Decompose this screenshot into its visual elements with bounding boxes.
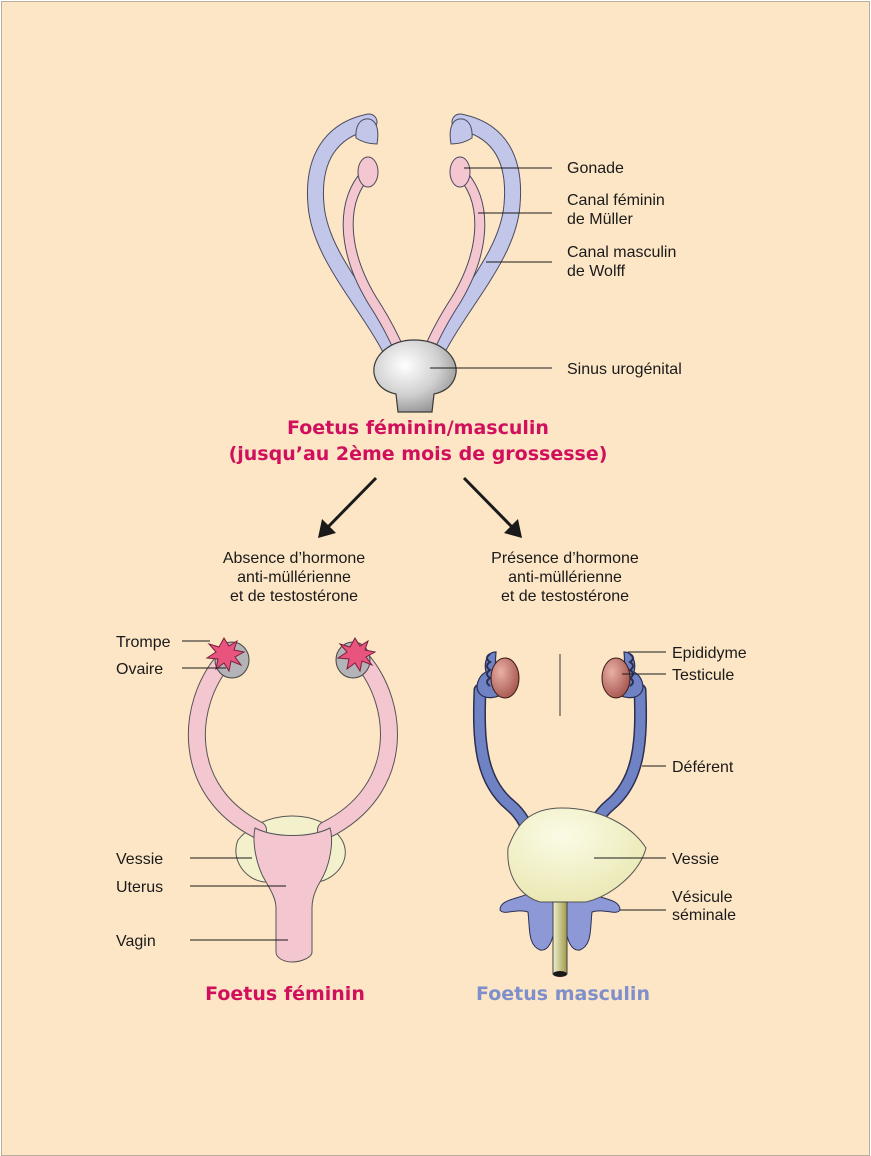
testis-right [602, 658, 630, 698]
label-deferent: Déférent [672, 759, 734, 776]
branch-caption-left: Absence d’hormone anti-müllérienne et de… [223, 550, 365, 605]
caption-left-3: et de testostérone [230, 588, 358, 605]
male-urethra [553, 902, 567, 974]
branch-caption-right: Présence d’hormone anti-müllérienne et d… [491, 550, 639, 605]
female-fetus [197, 638, 389, 962]
arrow-left-icon [318, 478, 376, 538]
male-fetus [477, 652, 646, 977]
title-undifferentiated-1: Foetus féminin/masculin [287, 417, 549, 439]
female-uterus [254, 828, 332, 962]
label-canal-muller-1: Canal féminin [567, 192, 665, 209]
label-canal-muller-2: de Müller [567, 211, 633, 228]
gonad-right [450, 157, 470, 187]
title-female-fetus: Foetus féminin [205, 983, 365, 1005]
gonad-left [358, 157, 378, 187]
caption-right-3: et de testostérone [501, 588, 629, 605]
label-sinus: Sinus urogénital [567, 361, 682, 378]
caption-right-1: Présence d’hormone [491, 550, 639, 567]
arrow-right-icon [464, 478, 522, 538]
title-male-fetus: Foetus masculin [476, 983, 650, 1005]
label-canal-wolff-2: de Wolff [567, 263, 626, 280]
caption-right-2: anti-müllérienne [508, 569, 622, 586]
urethra-opening [553, 971, 567, 977]
male-bladder [508, 808, 646, 902]
label-vagin: Vagin [116, 933, 156, 950]
testis-left [491, 658, 519, 698]
label-vesicule-2: séminale [672, 907, 736, 924]
label-testicule: Testicule [672, 667, 734, 684]
label-vessie-female: Vessie [116, 851, 163, 868]
label-gonade: Gonade [567, 160, 624, 177]
label-trompe: Trompe [116, 634, 171, 651]
caption-left-2: anti-müllérienne [237, 569, 351, 586]
label-vessie-male: Vessie [672, 851, 719, 868]
caption-left-1: Absence d’hormone [223, 550, 365, 567]
label-vesicule-1: Vésicule [672, 889, 733, 906]
label-ovaire: Ovaire [116, 661, 163, 678]
label-canal-wolff-1: Canal masculin [567, 244, 676, 261]
label-uterus: Uterus [116, 879, 163, 896]
urogenital-sinus [374, 340, 456, 412]
title-undifferentiated-2: (jusqu’au 2ème mois de grossesse) [229, 443, 608, 465]
label-epididyme: Epididyme [672, 645, 747, 662]
